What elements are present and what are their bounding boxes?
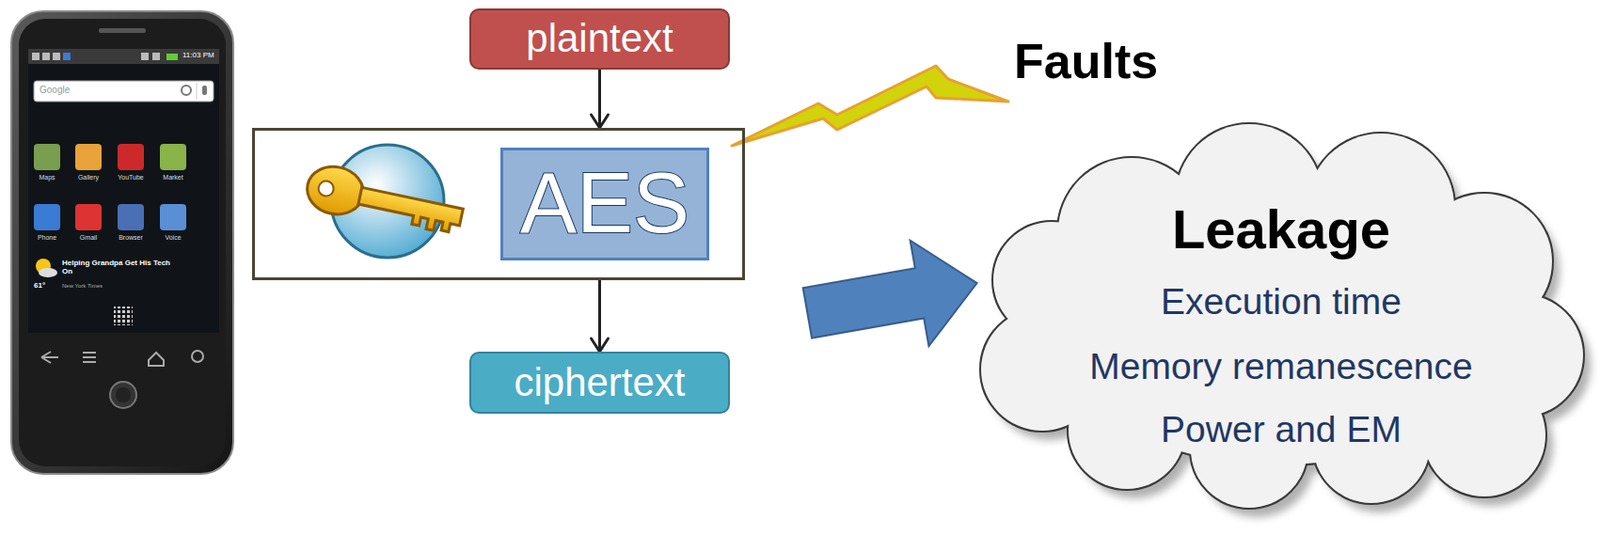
box-label: AES xyxy=(520,155,690,254)
screen-text: Gmail xyxy=(67,234,110,242)
screen-text: Helping Grandpa Get His Tech On xyxy=(62,258,180,276)
battery-icon xyxy=(166,53,178,61)
app-icon xyxy=(75,143,102,171)
box-label: ciphertext xyxy=(513,360,685,406)
app-icon xyxy=(159,143,187,171)
cloud-outline xyxy=(981,124,1584,508)
app-icon xyxy=(75,204,102,231)
cloud-heading: Leakage xyxy=(966,198,1596,262)
phone-bezel xyxy=(18,18,226,467)
input-box: plaintext xyxy=(469,8,730,70)
cloud-shape xyxy=(966,120,1596,527)
connector xyxy=(591,69,609,128)
fault-label: Faults xyxy=(1013,33,1221,91)
divider xyxy=(196,82,198,100)
app-icon xyxy=(33,143,61,171)
box-label: plaintext xyxy=(525,15,673,62)
search-button xyxy=(191,350,204,363)
screen-text: Phone xyxy=(26,234,68,242)
status-icon xyxy=(141,52,149,61)
key-icon xyxy=(302,161,467,241)
cloud-part xyxy=(1190,391,1308,508)
arrow-head xyxy=(591,338,609,352)
phone-body xyxy=(11,11,234,475)
trackball-center xyxy=(115,387,131,403)
app-icon xyxy=(117,204,144,231)
screen-text: Browser xyxy=(110,234,152,242)
key-blade xyxy=(356,187,464,236)
status-icon xyxy=(63,52,71,61)
cloud-item: Memory remanescence xyxy=(966,346,1596,389)
mic-icon xyxy=(202,85,207,96)
status-bar xyxy=(28,48,220,64)
cloud-part xyxy=(1190,391,1308,508)
status-icon xyxy=(152,52,160,61)
trackball xyxy=(110,381,137,409)
key-hole xyxy=(316,179,335,198)
arrow-head xyxy=(591,114,609,128)
device-box: AES xyxy=(252,127,745,281)
menu-button xyxy=(82,352,96,363)
status-icon xyxy=(52,52,61,61)
connector xyxy=(797,230,986,366)
app-icon xyxy=(33,204,61,231)
cloud-item: Execution time xyxy=(966,281,1596,324)
screen-text: Market xyxy=(152,174,194,182)
connector xyxy=(591,280,609,352)
screen-text: YouTube xyxy=(110,174,152,182)
screen-text: Voice xyxy=(152,234,194,242)
key-head xyxy=(302,161,368,220)
phone-screen xyxy=(28,48,220,333)
screen-text: 11:03 PM xyxy=(182,50,219,60)
home-button xyxy=(148,352,164,366)
app-grid-icon xyxy=(113,306,133,326)
leakage-cloud: LeakageExecution timeMemory remanescence… xyxy=(966,120,1596,527)
screen-text: Maps xyxy=(26,174,68,182)
cipher-box: AES xyxy=(500,147,710,261)
search-icon xyxy=(181,85,191,96)
cloud-part xyxy=(993,221,1110,339)
status-icon xyxy=(31,52,40,61)
arrow-line xyxy=(598,69,602,128)
app-icon xyxy=(117,143,144,171)
cloud-part xyxy=(1423,374,1546,497)
app-icon xyxy=(159,204,187,231)
cloud-fill xyxy=(981,124,1584,508)
block-arrow xyxy=(797,230,986,366)
status-icon xyxy=(42,52,50,61)
screen-text: New York Times xyxy=(62,283,157,290)
cloud-part xyxy=(993,221,1110,339)
phone-speaker xyxy=(98,28,146,33)
back-button xyxy=(41,351,59,364)
output-box: ciphertext xyxy=(469,351,730,414)
screen-text: Google xyxy=(39,84,96,96)
cloud-item: Power and EM xyxy=(966,409,1596,452)
lightning-bolt xyxy=(731,65,1009,146)
arrow-line xyxy=(598,280,602,352)
screen-text: 61° xyxy=(33,281,57,290)
search-bar xyxy=(33,80,214,102)
screen-text: Gallery xyxy=(67,174,110,182)
cloud-part xyxy=(1423,374,1546,497)
weather-cloud xyxy=(38,268,58,278)
